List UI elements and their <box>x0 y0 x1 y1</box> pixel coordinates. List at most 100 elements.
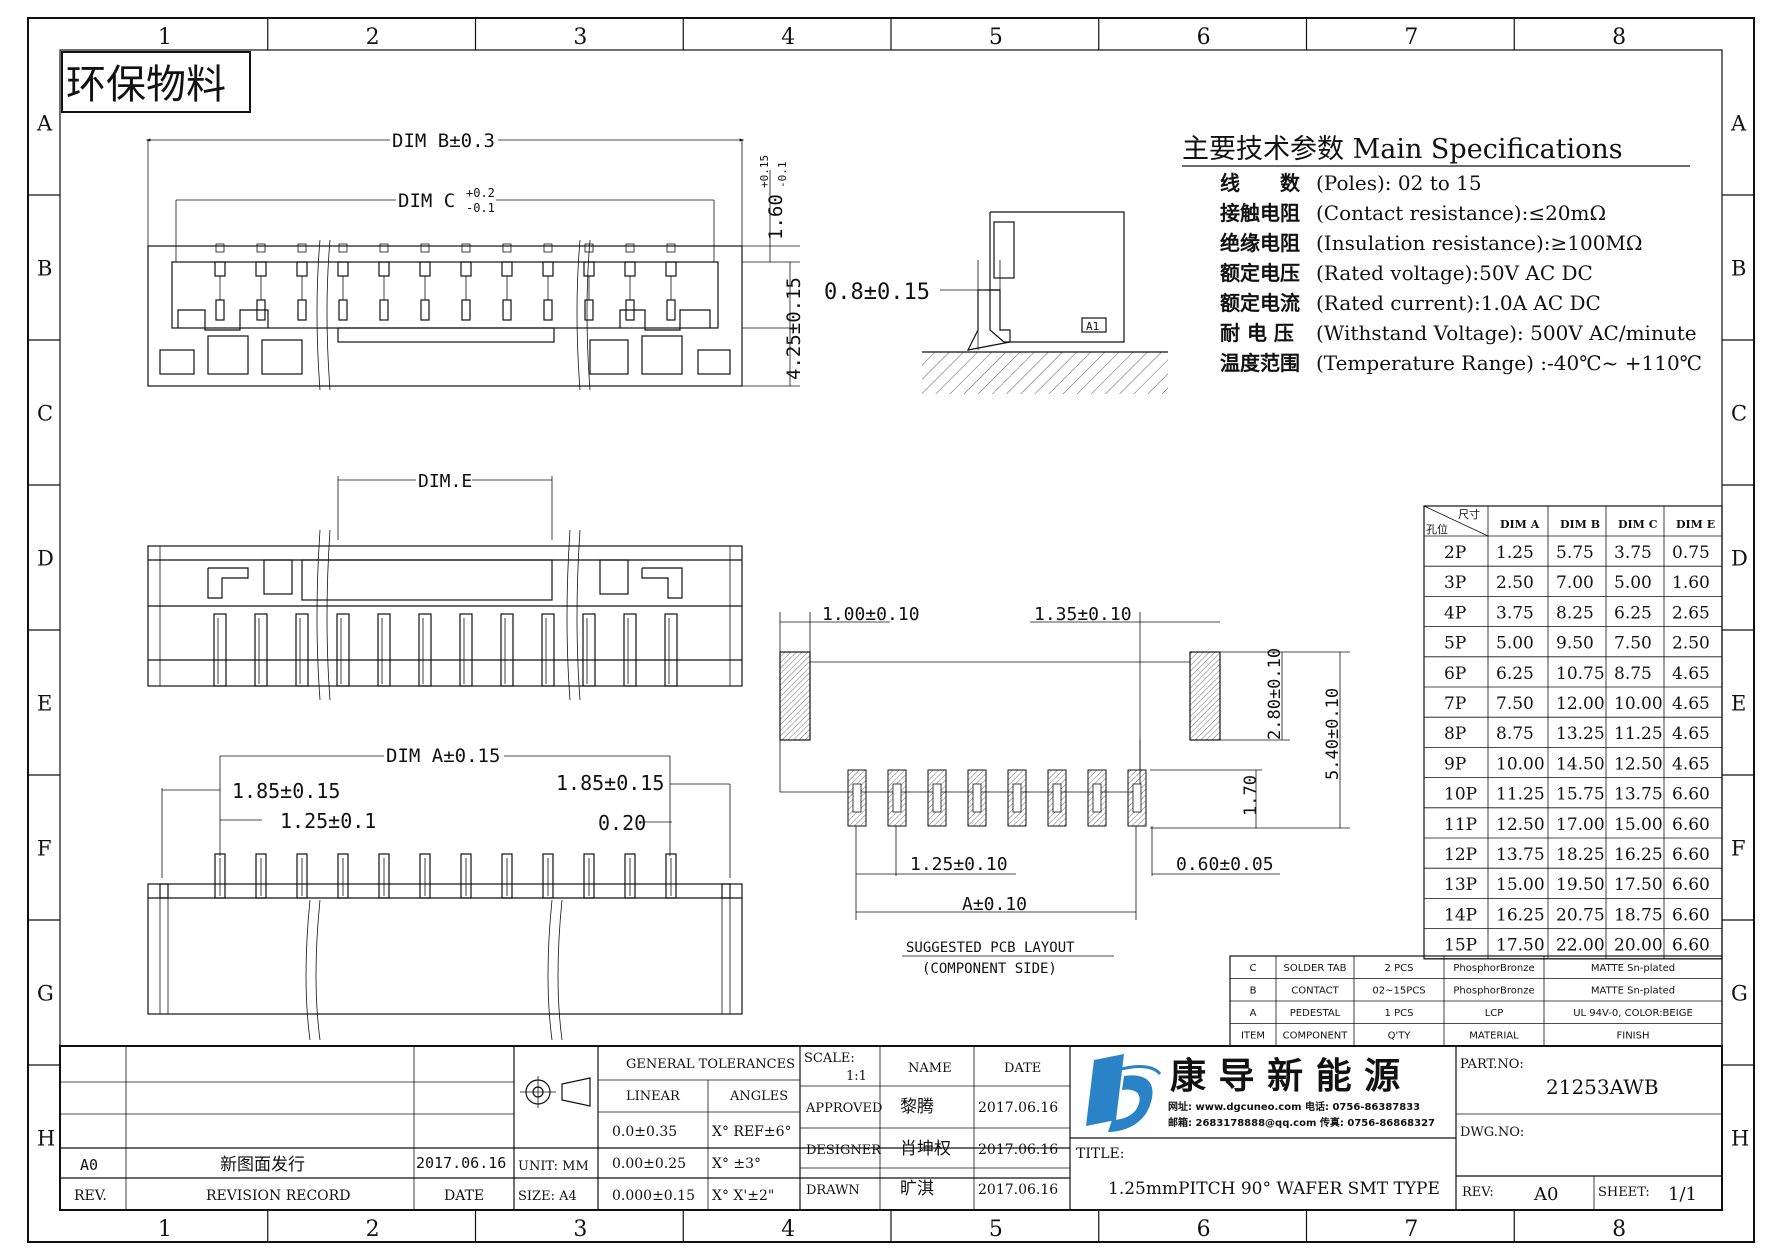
top-pin <box>420 243 430 253</box>
table-cell: 17.50 <box>1614 875 1663 895</box>
zone-col-label: 4 <box>781 1217 795 1242</box>
front-pin <box>623 613 637 687</box>
unit-label: UNIT: MM <box>518 1159 589 1174</box>
tolerance-linear: 0.000±0.15 <box>612 1188 695 1204</box>
top-view-body <box>147 245 743 387</box>
bottom-pin <box>665 853 677 899</box>
top-pin <box>461 243 471 253</box>
zone-row-label: F <box>37 837 52 861</box>
table-cell: 7.50 <box>1614 634 1652 654</box>
table-cell: 10.00 <box>1496 754 1545 774</box>
eco-stamp-box <box>61 51 251 113</box>
svg-text:REVISION RECORD: REVISION RECORD <box>206 1188 350 1204</box>
bom-cell: PhosphorBronze <box>1453 963 1534 974</box>
pcb-subtitle: (COMPONENT SIDE) <box>922 961 1057 977</box>
table-row-label: 13P <box>1444 875 1477 895</box>
table-row-label: 9P <box>1444 754 1466 774</box>
table-cell: 20.75 <box>1556 905 1605 925</box>
dim-e-label: DIM.E <box>418 471 472 492</box>
pad-width-1-35: 1.35±0.10 <box>1034 604 1132 625</box>
table-cell: 2.65 <box>1672 603 1710 623</box>
bottom-pin <box>419 853 431 899</box>
pin-thickness-label: 0.20 <box>598 811 646 835</box>
rev-code: A0 <box>1533 1184 1558 1205</box>
bottom-pin <box>460 853 472 899</box>
drawing-title: 1.25mmPITCH 90° WAFER SMT TYPE <box>1108 1179 1440 1199</box>
spec-label: 额定电流 <box>1220 291 1300 315</box>
table-cell: 6.60 <box>1672 936 1710 956</box>
top-pin-slot <box>338 299 348 321</box>
pad-height-1-70: 1.70 <box>1241 775 1261 816</box>
pad-pitch-label: 1.25±0.10 <box>910 854 1008 875</box>
table-cell: 12.50 <box>1614 754 1663 774</box>
table-cell: 12.50 <box>1496 815 1545 835</box>
svg-text:LINEAR: LINEAR <box>626 1089 681 1104</box>
table-cell: 6.60 <box>1672 815 1710 835</box>
eco-stamp: 环保物料 <box>66 62 226 108</box>
bom-cell: 1 PCS <box>1385 1008 1414 1019</box>
svg-text:DATE: DATE <box>444 1188 484 1204</box>
zone-col-label: 4 <box>781 25 795 50</box>
table-cell: 19.50 <box>1556 875 1605 895</box>
bottom-pin <box>337 853 349 899</box>
zone-col-label: 7 <box>1404 1217 1418 1242</box>
bom-cell: PEDESTAL <box>1290 1008 1341 1019</box>
bom-cell: 2 PCS <box>1385 963 1414 974</box>
table-cell: 7.00 <box>1556 573 1594 593</box>
bom-header: FINISH <box>1617 1031 1650 1042</box>
spec-value: (Poles): 02 to 15 <box>1316 171 1482 195</box>
table-cell: 18.25 <box>1556 845 1605 865</box>
side-view: A1 0.8±0.15 <box>824 211 1168 394</box>
table-cell: 11.25 <box>1614 724 1663 744</box>
spec-label: 耐 电 压 <box>1220 321 1294 345</box>
top-pin <box>297 243 307 253</box>
svg-text:DWG.NO:: DWG.NO: <box>1460 1125 1524 1140</box>
table-cell: 10.00 <box>1614 694 1663 714</box>
part-number: 21253AWB <box>1546 1075 1659 1099</box>
table-cell: 15.00 <box>1614 815 1663 835</box>
zone-row-label: A <box>36 112 53 136</box>
table-corner-top: 尺寸 <box>1458 507 1480 521</box>
person-name: 旷淇 <box>900 1179 934 1199</box>
person-name: 黎腾 <box>900 1097 934 1117</box>
table-cell: 15.00 <box>1496 875 1545 895</box>
top-pin-contact <box>255 261 267 277</box>
spec-label: 绝缘电阻 <box>1220 231 1300 255</box>
table-row-label: 5P <box>1444 634 1466 654</box>
table-cell: 13.25 <box>1556 724 1605 744</box>
bom-cell: SOLDER TAB <box>1284 963 1347 974</box>
zone-col-label: 2 <box>366 1217 380 1242</box>
spec-value: (Rated current):1.0A AC DC <box>1316 291 1601 315</box>
sign-date: 2017.06.16 <box>978 1182 1058 1198</box>
title-block: A0 新图面发行 2017.06.16 REV. REVISION RECORD… <box>59 1045 1723 1211</box>
height-4-25: 4.25±0.15 <box>783 277 805 380</box>
bottom-pin <box>378 853 390 899</box>
left-offset-label: 1.85±0.15 <box>232 779 340 803</box>
table-cell: 4.65 <box>1672 724 1710 744</box>
tolerance-linear: 0.00±0.25 <box>612 1156 686 1172</box>
zone-row-label: D <box>1731 547 1748 571</box>
role-label: APPROVED <box>805 1101 882 1116</box>
table-cell: 20.00 <box>1614 936 1663 956</box>
table-cell: 6.25 <box>1496 664 1534 684</box>
front-pin <box>664 613 678 687</box>
table-cell: 16.25 <box>1614 845 1663 865</box>
table-cell: 18.75 <box>1614 905 1663 925</box>
table-cell: 0.75 <box>1672 543 1710 563</box>
table-cell: 1.25 <box>1496 543 1534 563</box>
top-pin-slot <box>379 299 389 321</box>
top-pin-slot <box>502 299 512 321</box>
top-pin-slot <box>666 299 676 321</box>
svg-text:REV.: REV. <box>74 1188 107 1204</box>
top-pin-contact <box>296 261 308 277</box>
table-cell: 6.25 <box>1614 603 1652 623</box>
spec-value: (Rated voltage):50V AC DC <box>1316 261 1593 285</box>
table-cell: 3.75 <box>1496 603 1534 623</box>
right-offset-label: 1.85±0.15 <box>556 771 664 795</box>
zone-col-label: 8 <box>1612 25 1626 50</box>
top-view: DIM B±0.3 DIM C +0.2 -0.1 1.60 +0.15 -0.… <box>145 128 805 391</box>
svg-text:SHEET:: SHEET: <box>1598 1185 1650 1200</box>
table-cell: 8.25 <box>1556 603 1594 623</box>
table-cell: 9.50 <box>1556 634 1594 654</box>
